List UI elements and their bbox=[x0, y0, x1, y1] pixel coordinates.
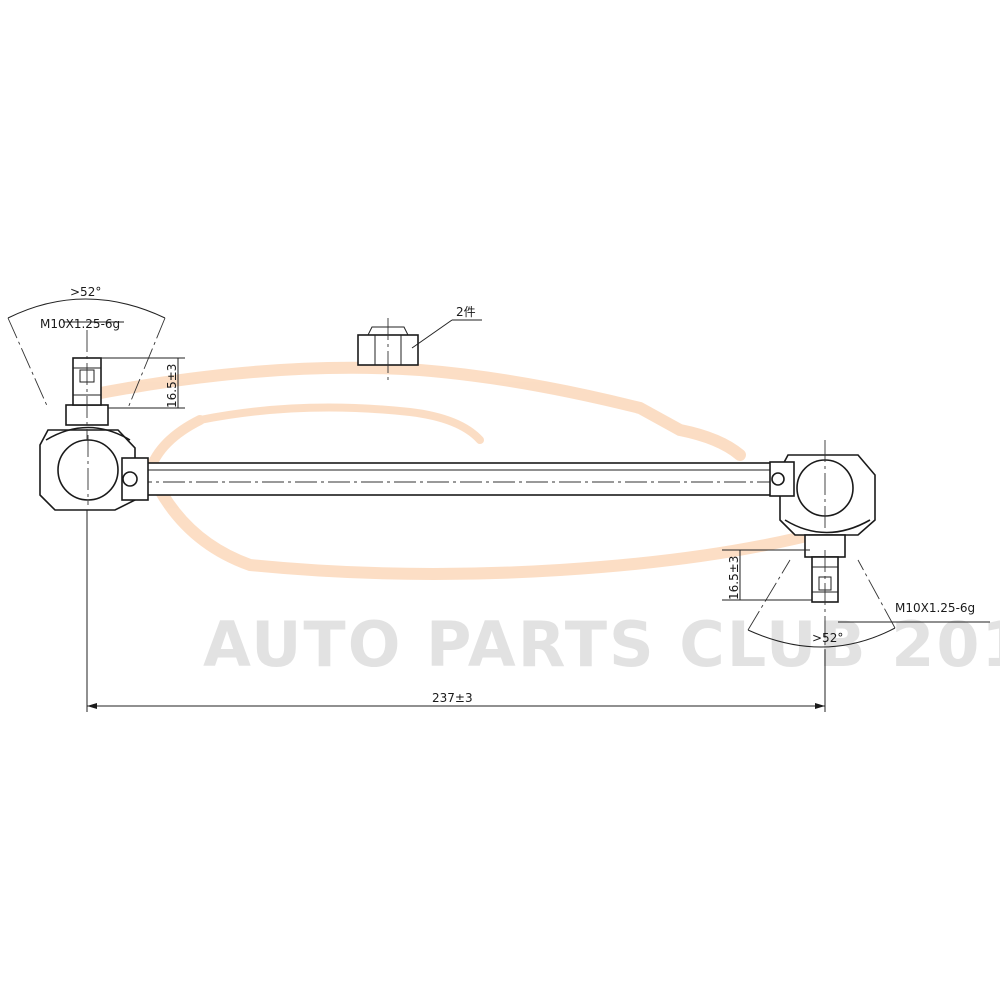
overall-length-label: 237±3 bbox=[432, 691, 473, 705]
left-angle-dimension bbox=[7, 298, 166, 409]
nut-leader-line bbox=[411, 319, 482, 349]
left-ball-joint bbox=[39, 330, 149, 511]
left-angle-label: >52° bbox=[70, 285, 101, 299]
left-height-label: 16.5±3 bbox=[165, 364, 179, 408]
right-height-label: 16.5±3 bbox=[727, 556, 741, 600]
right-angle-label: >52° bbox=[812, 631, 843, 645]
hex-nut bbox=[357, 318, 419, 380]
right-ball-joint bbox=[769, 440, 876, 700]
right-angle-dimension bbox=[747, 559, 990, 648]
right-thread-label: M10X1.25-6g bbox=[895, 601, 975, 615]
left-height-dimension bbox=[100, 357, 185, 409]
stabilizer-rod bbox=[130, 462, 810, 496]
overall-length-dimension bbox=[86, 510, 826, 712]
left-thread-label: M10X1.25-6g bbox=[40, 317, 120, 331]
nut-quantity-label: 2件 bbox=[456, 305, 476, 319]
right-height-dimension bbox=[722, 549, 812, 601]
watermark-text: AUTO PARTS CLUB 2019 bbox=[203, 608, 1000, 681]
